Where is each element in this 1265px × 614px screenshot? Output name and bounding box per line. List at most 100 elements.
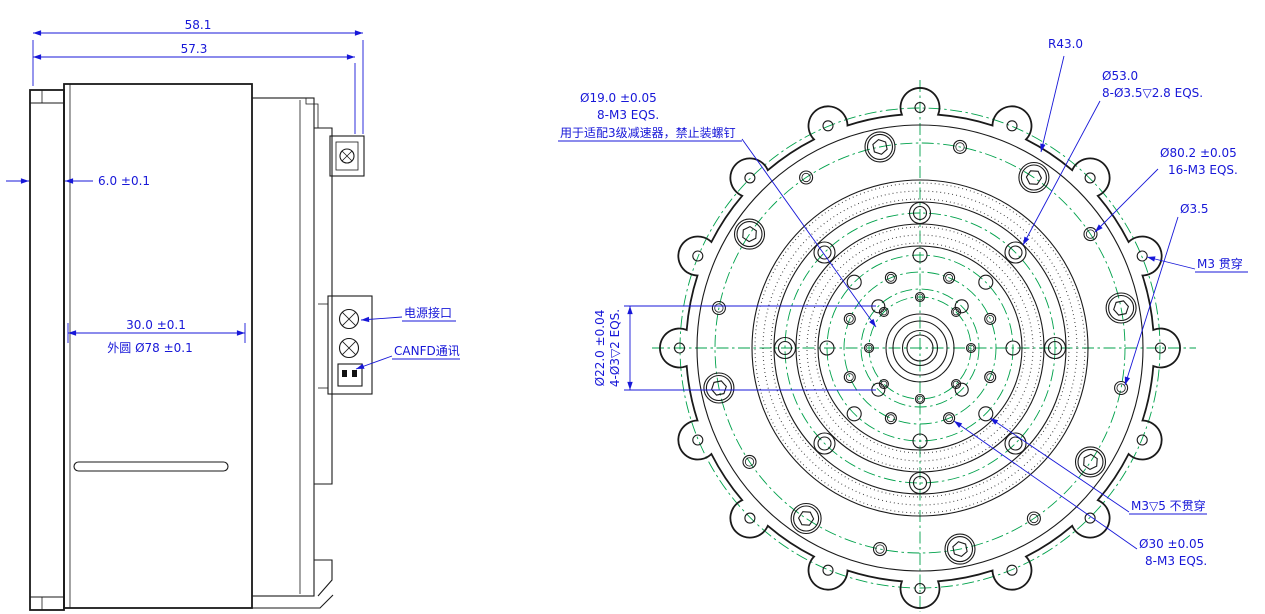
bolt-circle-centerline xyxy=(860,288,980,408)
m3-hole xyxy=(952,139,968,154)
hex-socket xyxy=(872,138,888,155)
ear-m3-hole xyxy=(744,512,756,524)
cb-hole-outer xyxy=(1043,336,1067,360)
cb-hole-inner xyxy=(777,340,793,356)
hex-socket xyxy=(710,380,727,396)
hex-socket xyxy=(1025,170,1043,185)
ear-m3-hole xyxy=(914,582,926,595)
canfd-pin xyxy=(352,370,357,377)
bolt-circle-centerline xyxy=(868,296,972,400)
m3-hole xyxy=(965,342,977,354)
dowel-hole xyxy=(954,299,969,314)
vent-hole xyxy=(912,247,928,263)
flange-inner-circle xyxy=(696,124,1144,572)
ear-m3-hole xyxy=(673,342,686,354)
cb-hole-outer xyxy=(813,432,836,455)
m3-thread xyxy=(875,544,885,554)
cover-top-step xyxy=(305,98,319,128)
dim-d80-holes: 16-M3 EQS. xyxy=(1168,163,1238,177)
leader-canfd xyxy=(355,355,393,370)
m3-hole xyxy=(914,393,926,405)
m3-hole xyxy=(843,371,856,384)
cap-screw-head xyxy=(1020,164,1047,191)
dim-d30: Ø30 ±0.05 xyxy=(1139,537,1204,551)
cap-screw-head xyxy=(1108,294,1135,322)
cb-hole-inner xyxy=(1047,340,1063,356)
m3-thread xyxy=(1029,513,1039,524)
note-m3-blind: M3▽5 不贯穿 xyxy=(1131,498,1206,513)
leader-d30 xyxy=(953,420,1138,550)
knurl-ring xyxy=(770,198,1070,498)
m3-hole xyxy=(884,412,897,425)
ear-m3-hole xyxy=(1136,250,1148,262)
m3-thread xyxy=(714,303,724,313)
cap-screw-counterbore xyxy=(864,131,896,163)
m3-thread xyxy=(880,308,888,316)
cb-hole-outer xyxy=(813,241,836,264)
ring xyxy=(901,329,939,367)
m3-hole xyxy=(872,542,888,557)
m3-thread xyxy=(887,414,895,423)
cap-screw-counterbore xyxy=(944,533,976,565)
ring xyxy=(885,313,955,383)
ring xyxy=(751,179,1089,517)
dim-d19-holes: 8-M3 EQS. xyxy=(597,108,659,122)
cb-hole-inner xyxy=(817,245,832,260)
hex-socket xyxy=(952,541,968,558)
cap-screw-head xyxy=(1077,448,1104,475)
cb-hole-outer xyxy=(1004,241,1027,264)
m3-hole xyxy=(711,300,726,316)
vent-hole xyxy=(912,433,928,449)
m3-hole xyxy=(1114,380,1129,396)
ear-m3-hole xyxy=(822,564,834,576)
dim-d30-holes: 8-M3 EQS. xyxy=(1145,554,1207,568)
ear-m3-hole xyxy=(1136,434,1148,446)
top-tab xyxy=(329,135,365,177)
m3-thread xyxy=(880,380,888,388)
annotations: 58.1 57.3 6.0 ±0.1 30.0 ±0.1 外圆 Ø78 ±0.1… xyxy=(6,18,1248,568)
power-connector xyxy=(338,308,360,330)
dim-d35: Ø3.5 xyxy=(1180,202,1209,216)
dim-30: 30.0 ±0.1 xyxy=(126,318,186,332)
dim-r43: R43.0 xyxy=(1048,37,1083,51)
body-slot xyxy=(73,461,229,472)
vent-hole xyxy=(978,406,994,422)
leader-r43 xyxy=(1040,55,1065,153)
cover-right-step xyxy=(314,127,333,485)
connector-block xyxy=(327,295,373,395)
m3-thread xyxy=(945,273,953,282)
screw-cross xyxy=(341,150,353,162)
top-tab-screw xyxy=(339,148,355,164)
dim-od78: 外圆 Ø78 ±0.1 xyxy=(107,341,192,355)
m3-thread xyxy=(865,344,873,352)
bolt-circle-centerline xyxy=(679,107,1161,589)
vent-hole xyxy=(846,274,862,290)
cap-screw-head xyxy=(946,536,974,563)
output-flange xyxy=(29,89,65,611)
ear-m3-hole xyxy=(822,120,834,132)
cap-screw-head xyxy=(705,374,732,402)
m3-thread xyxy=(952,308,960,316)
bolt-circle-centerline xyxy=(714,142,1126,554)
leader-d19 xyxy=(741,138,877,328)
hex-socket xyxy=(1083,453,1098,471)
ear-m3-hole xyxy=(1084,172,1096,184)
vent-hole xyxy=(819,340,835,356)
note-reducer: 用于适配3级减速器，禁止装螺钉 xyxy=(560,126,736,140)
dim-57-3: 57.3 xyxy=(181,42,208,56)
m3-hole xyxy=(878,306,889,317)
dim-d22-holes: 4-Ø3▽2 EQS. xyxy=(608,309,622,387)
cap-screw-counterbore xyxy=(703,372,735,404)
dim-d19: Ø19.0 ±0.05 xyxy=(580,91,657,105)
front-view xyxy=(652,80,1196,612)
ear-m3-hole xyxy=(1154,342,1167,354)
m3-hole xyxy=(878,379,889,390)
leader-d35 xyxy=(1124,216,1179,386)
note-m3-through: M3 贯穿 xyxy=(1197,256,1243,271)
ring xyxy=(906,334,934,362)
leader-power xyxy=(360,316,403,323)
label-power: 电源接口 xyxy=(404,305,452,320)
cb-hole-outer xyxy=(908,201,932,225)
ear-m3-hole xyxy=(1006,564,1018,576)
